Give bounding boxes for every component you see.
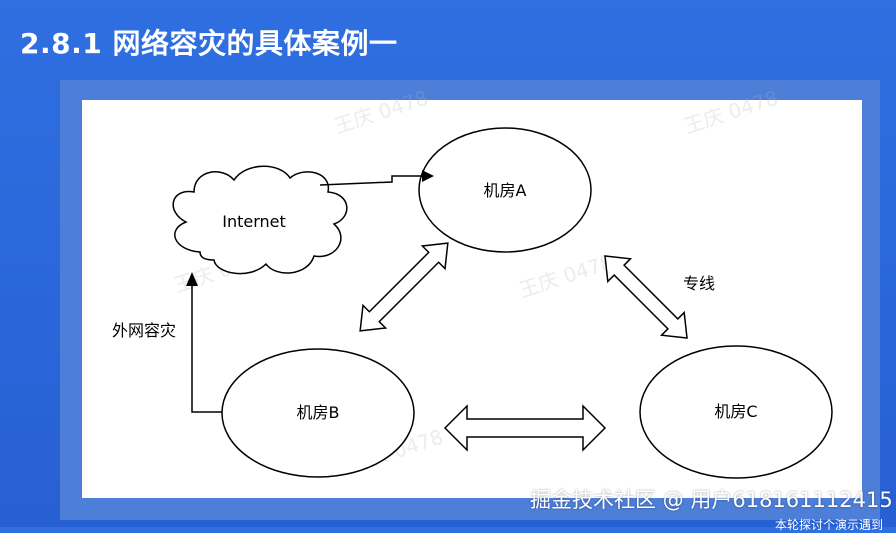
external-dr-label: 外网容灾	[112, 321, 176, 340]
footer-credit: 掘金技术社区 @ 用户618161112415	[530, 488, 893, 512]
arrowhead	[422, 170, 434, 182]
room-a-room-c-double-arrow	[604, 255, 688, 339]
diagram-canvas: 王庆 0478 王庆 0478 王庆 0478 王庆 0478 王庆 0478 …	[82, 85, 862, 498]
cut-text: 本轮探讨个演示遇到	[775, 518, 884, 532]
room-b-node	[221, 348, 415, 478]
room-b-label: 机房B	[297, 403, 340, 422]
room-a-label: 机房A	[484, 181, 527, 200]
room-a-node	[418, 127, 592, 253]
arrowhead	[186, 272, 198, 286]
room-b-to-internet-connector	[191, 285, 222, 413]
room-a-room-b-double-arrow	[359, 242, 449, 332]
room-c-label: 机房C	[714, 402, 757, 421]
internet-label: Internet	[222, 212, 286, 231]
room-b-room-c-double-arrow	[443, 404, 607, 452]
internet-to-room-a-connector	[319, 175, 424, 186]
room-c-node	[639, 345, 833, 479]
page-title: 2.8.1 网络容灾的具体案例一	[20, 27, 398, 60]
network-diagram: Internet 机房A 机房B 机房C 外网容灾 专线	[112, 127, 833, 479]
dedicated-line-label: 专线	[683, 274, 715, 293]
internet-cloud	[172, 165, 348, 275]
